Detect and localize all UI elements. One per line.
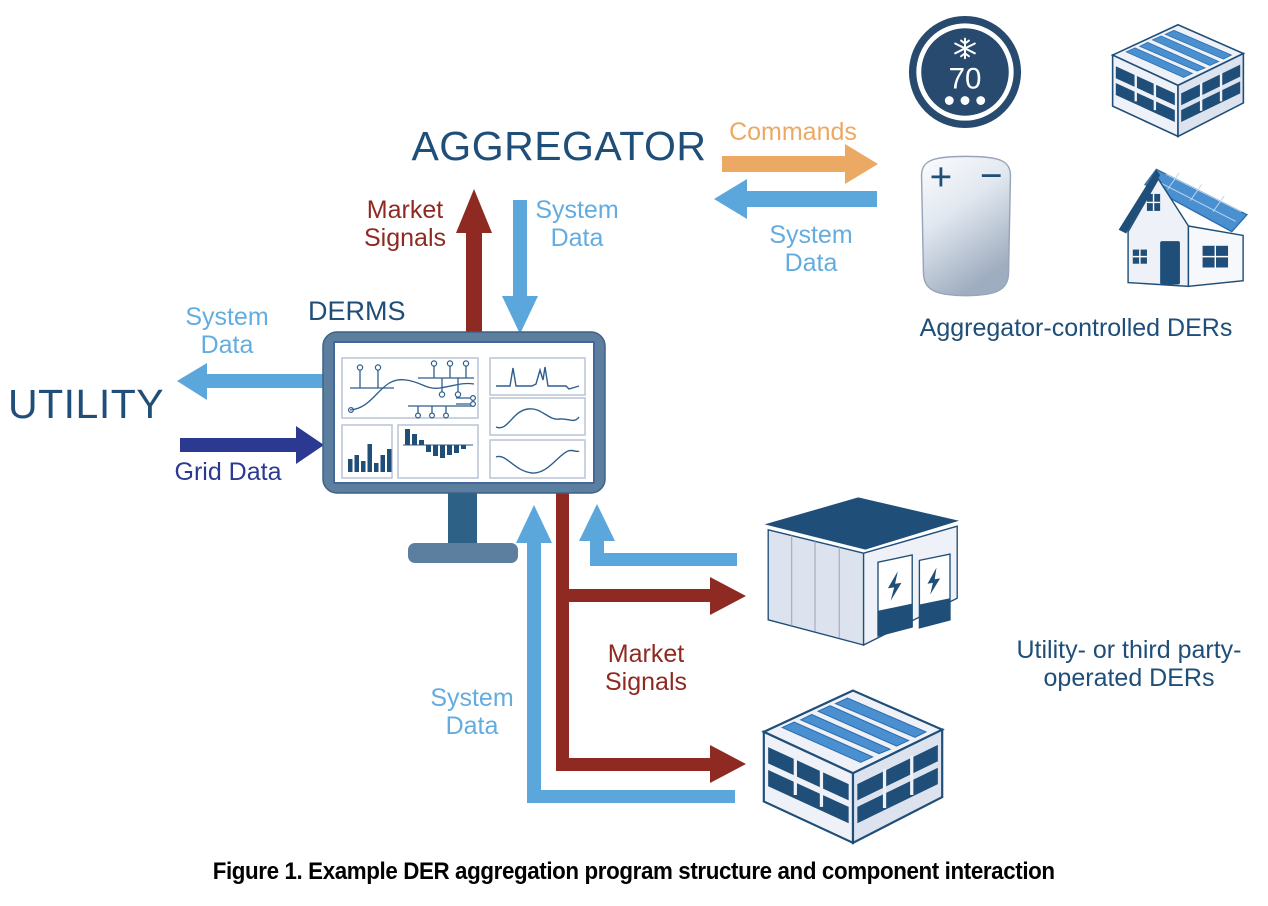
- aggregator-label: AGGREGATOR: [411, 123, 707, 169]
- market-signals-up-arrow: [456, 189, 492, 333]
- commands-arrow: [722, 144, 878, 184]
- monitor-stand-base: [408, 543, 518, 563]
- utility-ders-caption: Utility- or third party-operated DERs: [1016, 636, 1242, 692]
- screen-panel-bars: [341, 424, 393, 479]
- system-data-down-label: System Data: [535, 196, 619, 252]
- derms-dashboard-monitor-icon: [322, 331, 606, 563]
- thermostat-icon: [906, 13, 1024, 131]
- figure-caption: Figure 1. Example DER aggregation progra…: [213, 858, 1055, 885]
- system-data-from-building-arrow: [516, 505, 735, 803]
- screen-panel-deviation-bars: [397, 424, 479, 479]
- solar-commercial-building-icon-top: [1098, 20, 1258, 138]
- battery-storage-container-icon: [752, 492, 968, 654]
- screen-panel-spikes: [489, 357, 586, 396]
- system-data-to-utility-label: System Data: [185, 303, 269, 359]
- system-data-down-arrow: [502, 200, 538, 334]
- solar-commercial-building-icon-bottom: [744, 684, 962, 845]
- market-signals-up-label: Market Signals: [364, 196, 446, 252]
- commands-label: Commands: [729, 118, 857, 146]
- system-data-bottom-label: System Data: [430, 684, 514, 740]
- aggregator-ders-caption: Aggregator-controlled DERs: [919, 314, 1233, 342]
- system-data-to-utility-arrow: [177, 363, 332, 400]
- grid-data-arrow: [180, 426, 324, 464]
- system-data-to-aggregator-arrow: [714, 179, 877, 219]
- screen-panel-schematic: [341, 357, 479, 419]
- market-signals-branch-arrows: [556, 493, 746, 783]
- derms-label: DERMS: [308, 296, 406, 326]
- grid-data-label: Grid Data: [174, 458, 282, 486]
- monitor-stand-neck: [448, 493, 477, 545]
- system-data-from-battery-arrow: [579, 504, 737, 566]
- market-signals-bottom-label: Market Signals: [605, 640, 687, 696]
- system-data-to-aggregator-label: System Data: [769, 221, 853, 277]
- utility-label: UTILITY: [8, 381, 165, 427]
- solar-house-icon: [1100, 160, 1258, 292]
- water-heater-controller-icon: [908, 150, 1024, 302]
- screen-panel-wave2: [489, 439, 586, 479]
- screen-panel-wave1: [489, 397, 586, 436]
